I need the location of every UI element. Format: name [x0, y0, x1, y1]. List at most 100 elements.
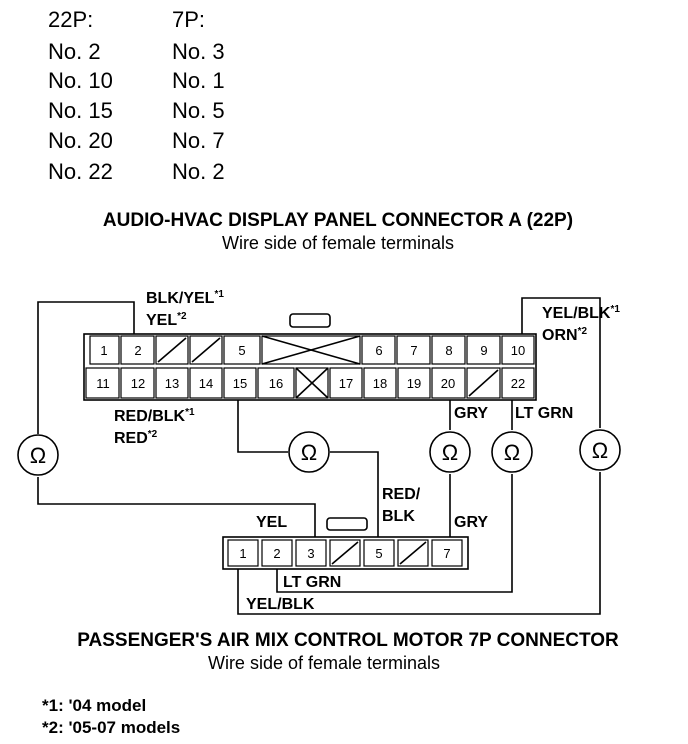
- wire-label-red-blk: RED/BLK*1: [114, 407, 195, 425]
- pin-number: 6: [375, 343, 382, 358]
- wire-label-yel-blk: YEL/BLK*1: [542, 304, 620, 322]
- wires: [37, 297, 601, 615]
- footnote-1: *1: '04 model: [42, 696, 146, 715]
- pin-number: 10: [511, 343, 525, 358]
- wire-label-blk: BLK: [382, 508, 415, 525]
- connector-b-subtitle: Wire side of female terminals: [208, 653, 440, 673]
- pin-number: 19: [407, 376, 421, 391]
- ohmmeter-2: Ω: [288, 431, 330, 473]
- ohmmeter-4: Ω: [491, 431, 533, 473]
- pin-number: 1: [239, 546, 246, 561]
- ohmmeter-5: Ω: [579, 429, 621, 471]
- connector-a-subtitle: Wire side of female terminals: [222, 233, 454, 253]
- wire-label-blk-yel: BLK/YEL*1: [146, 289, 224, 307]
- pin-number: 16: [269, 376, 283, 391]
- pin-cell: [397, 367, 431, 399]
- pin-number: 13: [165, 376, 179, 391]
- pin-number: 7: [410, 343, 417, 358]
- wire-red-blk: [237, 398, 288, 453]
- pin-number: 2: [273, 546, 280, 561]
- pin-cell: [257, 367, 295, 399]
- connector-a-top-row: [89, 335, 535, 365]
- pin-cell: [261, 539, 293, 567]
- pin-number: 22: [511, 376, 525, 391]
- pin-cell: [431, 367, 466, 399]
- pin-number: 1: [100, 343, 107, 358]
- ohm-symbol: Ω: [301, 440, 317, 465]
- connector-a-title: AUDIO-HVAC DISPLAY PANEL CONNECTOR A (22…: [103, 210, 573, 231]
- wire-yel-7p: [37, 477, 316, 537]
- pin-number: 18: [373, 376, 387, 391]
- pin-table-header-22p: 22P:: [48, 7, 93, 32]
- pin-number: 5: [375, 546, 382, 561]
- pin-table-row-7p: No. 3: [172, 39, 225, 64]
- pin-table-row-22p: No. 2: [48, 39, 101, 64]
- footnotes: *1: '04 model *2: '05-07 models: [42, 696, 180, 737]
- ohm-symbol: Ω: [442, 440, 458, 465]
- ohmmeters: Ω Ω Ω Ω Ω: [17, 429, 621, 476]
- pin-table-row-22p: No. 10: [48, 68, 113, 93]
- pin-table-row-7p: No. 1: [172, 68, 225, 93]
- ohm-symbol: Ω: [30, 443, 46, 468]
- wire-label-orn: ORN*2: [542, 326, 587, 344]
- wire-label-lt-grn-bottom: LT GRN: [283, 574, 341, 591]
- pin-cell: [189, 367, 223, 399]
- pin-cell: [223, 367, 257, 399]
- pin-table-row-22p: No. 20: [48, 128, 113, 153]
- pin-number: 12: [131, 376, 145, 391]
- connector-a-latch: [289, 313, 331, 328]
- pin-number: 11: [96, 376, 110, 391]
- pin-number: 3: [307, 546, 314, 561]
- pin-cell: [431, 335, 466, 365]
- wire-label-yel-7p: YEL: [256, 514, 287, 531]
- wire-label-red: RED*2: [114, 429, 158, 447]
- connector-a-bottom-row: [85, 367, 535, 399]
- pin-table-row-7p: No. 2: [172, 159, 225, 184]
- pin-number: 14: [199, 376, 213, 391]
- connector-b-latch: [326, 517, 368, 531]
- pin-cell: [329, 367, 363, 399]
- pin-cell: [89, 335, 120, 365]
- pin-number: 7: [443, 546, 450, 561]
- wire-label-gry: GRY: [454, 405, 488, 422]
- wire-label-red-slash: RED/: [382, 486, 421, 503]
- wire-red-blk-7p: [330, 451, 379, 537]
- footnote-2: *2: '05-07 models: [42, 718, 180, 737]
- wire-label-lt-grn: LT GRN: [515, 405, 573, 422]
- wire-yel-blk: [521, 297, 601, 428]
- pin-cell: [295, 539, 327, 567]
- wire-label-yel-blk-bottom: YEL/BLK: [246, 596, 315, 613]
- pin-table: 22P: 7P: No. 2 No. 3 No. 10 No. 1 No. 15…: [48, 7, 225, 184]
- ohm-symbol: Ω: [504, 440, 520, 465]
- wire-lt-grn-7p: [276, 474, 513, 593]
- wire-blk-yel: [37, 301, 135, 434]
- pin-cell: [120, 335, 155, 365]
- pin-table-row-7p: No. 5: [172, 98, 225, 123]
- ohm-symbol: Ω: [592, 438, 608, 463]
- ohmmeter-1: Ω: [17, 434, 59, 476]
- pin-table-row-22p: No. 22: [48, 159, 113, 184]
- wire-label-gry-7p: GRY: [454, 514, 488, 531]
- wire-yel-blk-bottom: [237, 472, 601, 615]
- connector-a: 1 2 5 6 7 8 9 10 11 12 13 14 15 16 17 18…: [83, 313, 537, 401]
- pin-cell: [361, 335, 396, 365]
- pin-number: 17: [339, 376, 353, 391]
- wire-label-yel: YEL*2: [146, 311, 187, 329]
- pin-cell: [363, 539, 395, 567]
- pin-table-row-22p: No. 15: [48, 98, 113, 123]
- pin-cell: [227, 539, 259, 567]
- pin-number: 15: [233, 376, 247, 391]
- pin-cell: [85, 367, 120, 399]
- connector-b-title: PASSENGER'S AIR MIX CONTROL MOTOR 7P CON…: [77, 630, 619, 651]
- pin-table-header-7p: 7P:: [172, 7, 205, 32]
- connector-b: 1 2 3 5 7: [222, 517, 469, 570]
- pin-number: 8: [445, 343, 452, 358]
- wire-labels: BLK/YEL*1 YEL*2 YEL/BLK*1 ORN*2 RED/BLK*…: [114, 289, 620, 613]
- pin-cell: [466, 335, 501, 365]
- pin-number: 2: [134, 343, 141, 358]
- pin-number: 9: [480, 343, 487, 358]
- pin-cell: [396, 335, 431, 365]
- pin-cell: [501, 335, 535, 365]
- pin-cell: [431, 539, 463, 567]
